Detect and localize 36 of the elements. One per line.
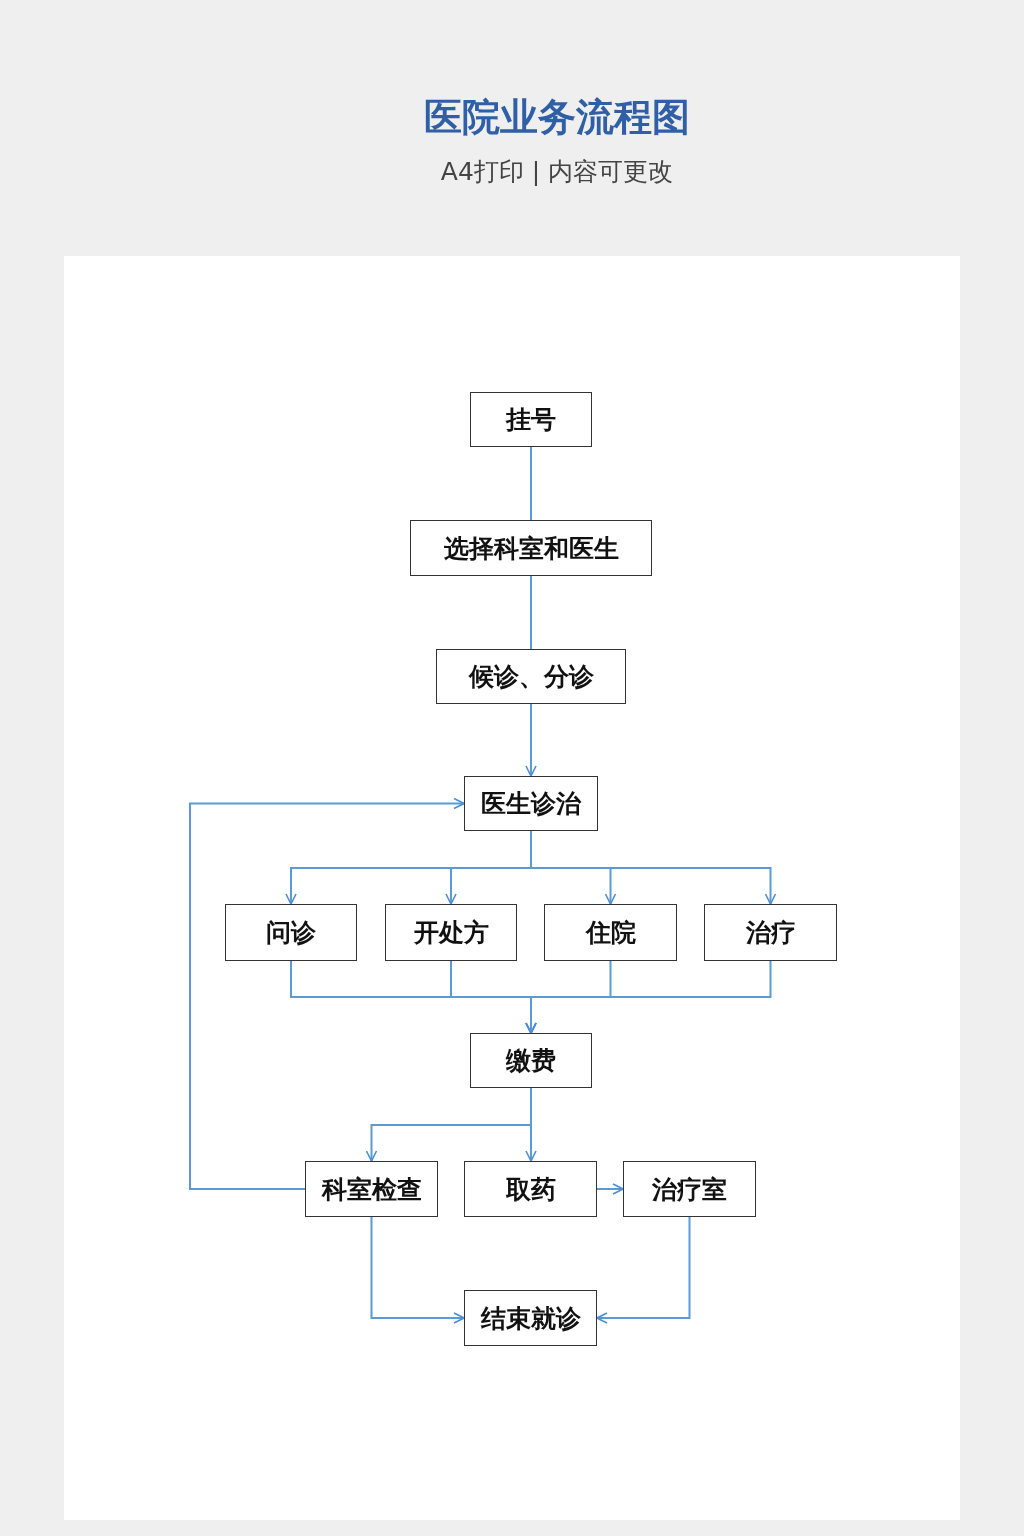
box-label: 挂号	[506, 404, 556, 436]
process-box	[544, 904, 677, 961]
arrow	[530, 830, 777, 905]
box-label: 取药	[505, 1173, 556, 1206]
arrow	[525, 1087, 537, 1162]
process-box	[704, 904, 837, 961]
subtitle: A4打印 | 内容可更改	[439, 156, 675, 188]
box-label: 选择科室和医生	[443, 532, 619, 565]
process-box	[464, 1161, 597, 1217]
box-label: 医生诊治	[481, 788, 581, 820]
box-label: 治疗	[745, 917, 796, 949]
process-box	[623, 1161, 756, 1217]
box-label: 开处方	[413, 917, 489, 949]
process-box	[464, 1290, 597, 1346]
title: 医院业务流程图	[423, 94, 691, 141]
box-label: 问诊	[266, 917, 316, 949]
box-label: 缴费	[506, 1045, 556, 1077]
box-label: 科室检查	[321, 1173, 422, 1206]
arrow	[525, 960, 772, 1034]
process-box	[470, 392, 592, 447]
process-box	[470, 1033, 592, 1088]
process-box	[464, 776, 598, 831]
arrow	[370, 1216, 465, 1324]
process-box	[385, 904, 517, 961]
process-box	[436, 649, 626, 704]
process-box	[305, 1161, 438, 1217]
arrow	[596, 1183, 624, 1195]
arrow	[189, 797, 465, 1190]
box-label: 结束就诊	[480, 1302, 581, 1335]
box-label: 候诊、分诊	[468, 661, 594, 693]
arrow	[596, 1216, 691, 1324]
box-label: 治疗室	[652, 1173, 727, 1206]
arrow	[525, 703, 537, 777]
process-box	[225, 904, 357, 961]
box-label: 住院	[585, 917, 636, 949]
process-box	[410, 520, 652, 576]
